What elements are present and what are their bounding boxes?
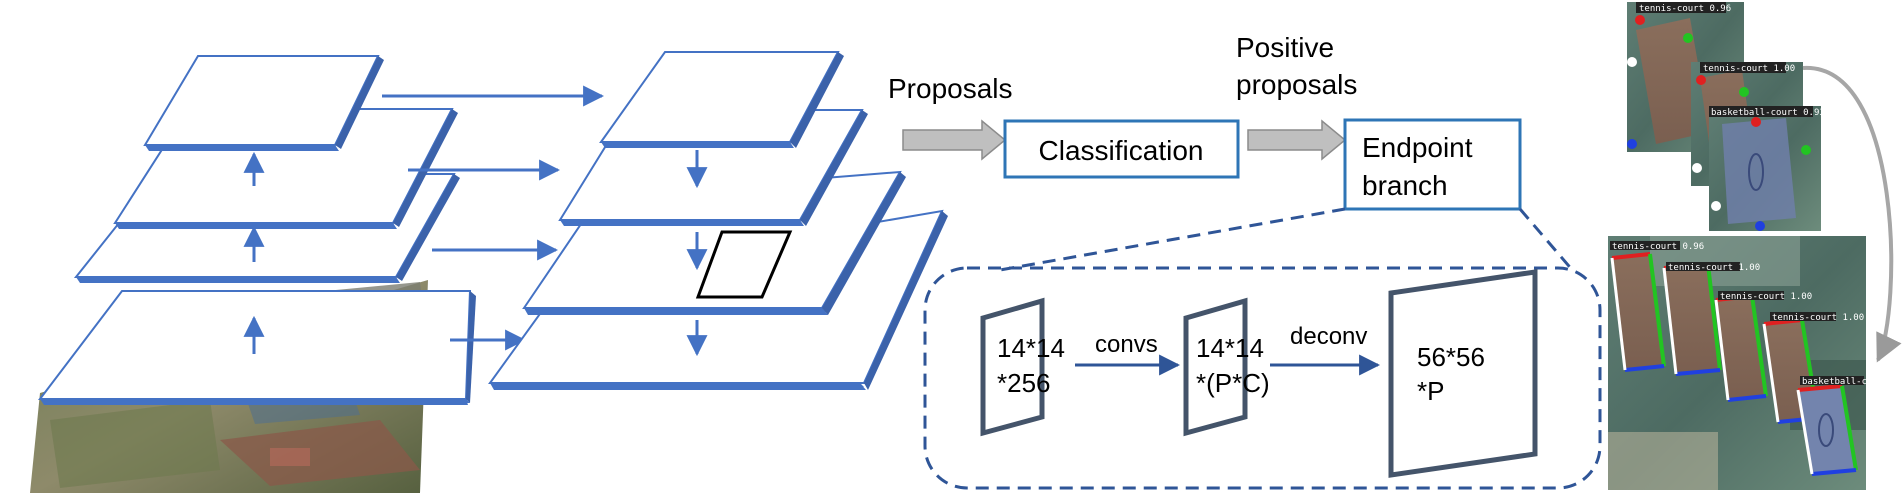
- topdown-level-4: [599, 51, 844, 148]
- svg-text:tennis-court 0.96: tennis-court 0.96: [1612, 242, 1704, 252]
- feat1-label-2: *256: [997, 368, 1051, 398]
- backbone-level-1: [37, 290, 476, 405]
- detection-examples: tennis-court 0.96 tennis-court 1.00 bask…: [1608, 2, 1902, 490]
- svg-text:tennis-court 0.96: tennis-court 0.96: [1639, 4, 1731, 14]
- court-2: tennis-court 1.00: [1662, 262, 1760, 376]
- court-5: basketball-court 0.93: [1796, 376, 1902, 476]
- svg-text:basketball-court 0.93: basketball-court 0.93: [1711, 108, 1825, 118]
- classification-box: [1003, 119, 1240, 179]
- feat2-label-1: 14*14: [1196, 333, 1264, 363]
- feature-map-3: [1388, 269, 1538, 478]
- endpoint-branch-detail: 14*14 *256 convs 14*14 *(P*C) deconv 56*…: [923, 207, 1602, 490]
- lateral-connections: [382, 85, 605, 351]
- svg-text:tennis-court 1.00: tennis-court 1.00: [1720, 292, 1812, 302]
- backbone-level-4: [143, 55, 384, 151]
- result-arrow: [1802, 65, 1902, 363]
- positive-proposals-label-2: proposals: [1236, 69, 1357, 100]
- feat3-label-1: 56*56: [1417, 342, 1485, 372]
- endpoint-label-1: Endpoint: [1362, 132, 1473, 163]
- court-1: tennis-court 0.96: [1610, 241, 1704, 372]
- court-3: tennis-court 1.00: [1714, 291, 1812, 402]
- detail-frame: [923, 266, 1602, 490]
- feat3-label-2: *P: [1417, 376, 1444, 406]
- convs-label: convs: [1095, 331, 1158, 358]
- svg-text:basketball-court 0.93: basketball-court 0.93: [1802, 377, 1902, 387]
- block-arrow: [902, 119, 1007, 161]
- pipeline: Proposals Classification Positive propos…: [888, 32, 1522, 211]
- roi-box: [695, 230, 793, 299]
- feat1-label-1: 14*14: [997, 333, 1065, 363]
- feature-map-1: [980, 297, 1045, 437]
- feat2-label-2: *(P*C): [1196, 368, 1270, 398]
- proposal-crop-3: basketball-court 0.93: [1709, 106, 1825, 231]
- positive-proposals-label-1: Positive: [1236, 32, 1334, 63]
- proposals-label: Proposals: [888, 73, 1013, 104]
- block-arrow: [1247, 119, 1347, 161]
- endpoint-branch-box: [1343, 118, 1522, 211]
- deconv-label: deconv: [1290, 323, 1367, 350]
- classification-label: Classification: [1039, 135, 1204, 166]
- svg-text:tennis-court 1.00: tennis-court 1.00: [1772, 313, 1864, 323]
- feature-map-2: [1183, 297, 1248, 437]
- svg-text:tennis-court 1.00: tennis-court 1.00: [1668, 263, 1760, 273]
- backbone-pyramid: [37, 55, 476, 405]
- topdown-pyramid: [488, 51, 948, 390]
- final-result-image: tennis-court 0.96 tennis-court 1.00 tenn…: [1608, 236, 1902, 490]
- endpoint-label-2: branch: [1362, 170, 1448, 201]
- svg-text:tennis-court 1.00: tennis-court 1.00: [1703, 64, 1795, 74]
